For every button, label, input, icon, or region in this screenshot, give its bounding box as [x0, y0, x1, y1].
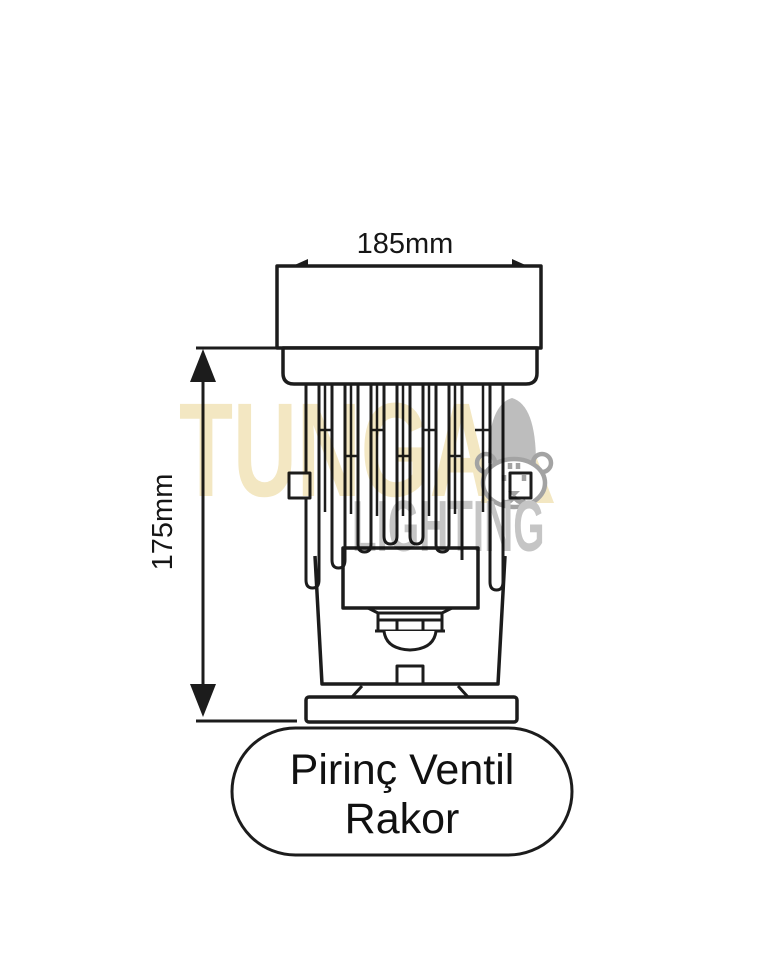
heatsink-back-fins	[319, 384, 490, 516]
watermark-brand-text: TUNGA	[179, 376, 493, 526]
tiger-emblem-icon	[474, 398, 554, 510]
pedestal	[350, 684, 470, 699]
base-plate	[304, 695, 519, 724]
lamp-holder	[367, 606, 453, 652]
inner-bracket	[341, 546, 480, 610]
bottom-tab	[395, 664, 425, 686]
left-mounting-tab	[287, 471, 312, 500]
watermark-word-text: LIGHTING	[352, 487, 545, 567]
width-dimension-label: 185mm	[357, 228, 454, 260]
arrowhead-up-icon	[190, 349, 216, 382]
callout-line1: Pirinç Ventil	[290, 746, 515, 794]
mounting-flange	[281, 346, 539, 386]
height-dimension: 175mm	[147, 346, 297, 723]
callout-line2: Rakor	[345, 795, 460, 843]
height-dimension-label: 175mm	[147, 474, 179, 571]
callout-bubble: Pirinç Ventil Rakor	[230, 726, 574, 857]
fixture-top-box	[275, 264, 543, 350]
heatsink-fins	[304, 384, 505, 592]
fixture-drawing: 185mm	[147, 228, 574, 857]
arrowhead-down-icon	[190, 684, 216, 717]
watermark: TUNGA LIGHTING	[179, 376, 554, 567]
